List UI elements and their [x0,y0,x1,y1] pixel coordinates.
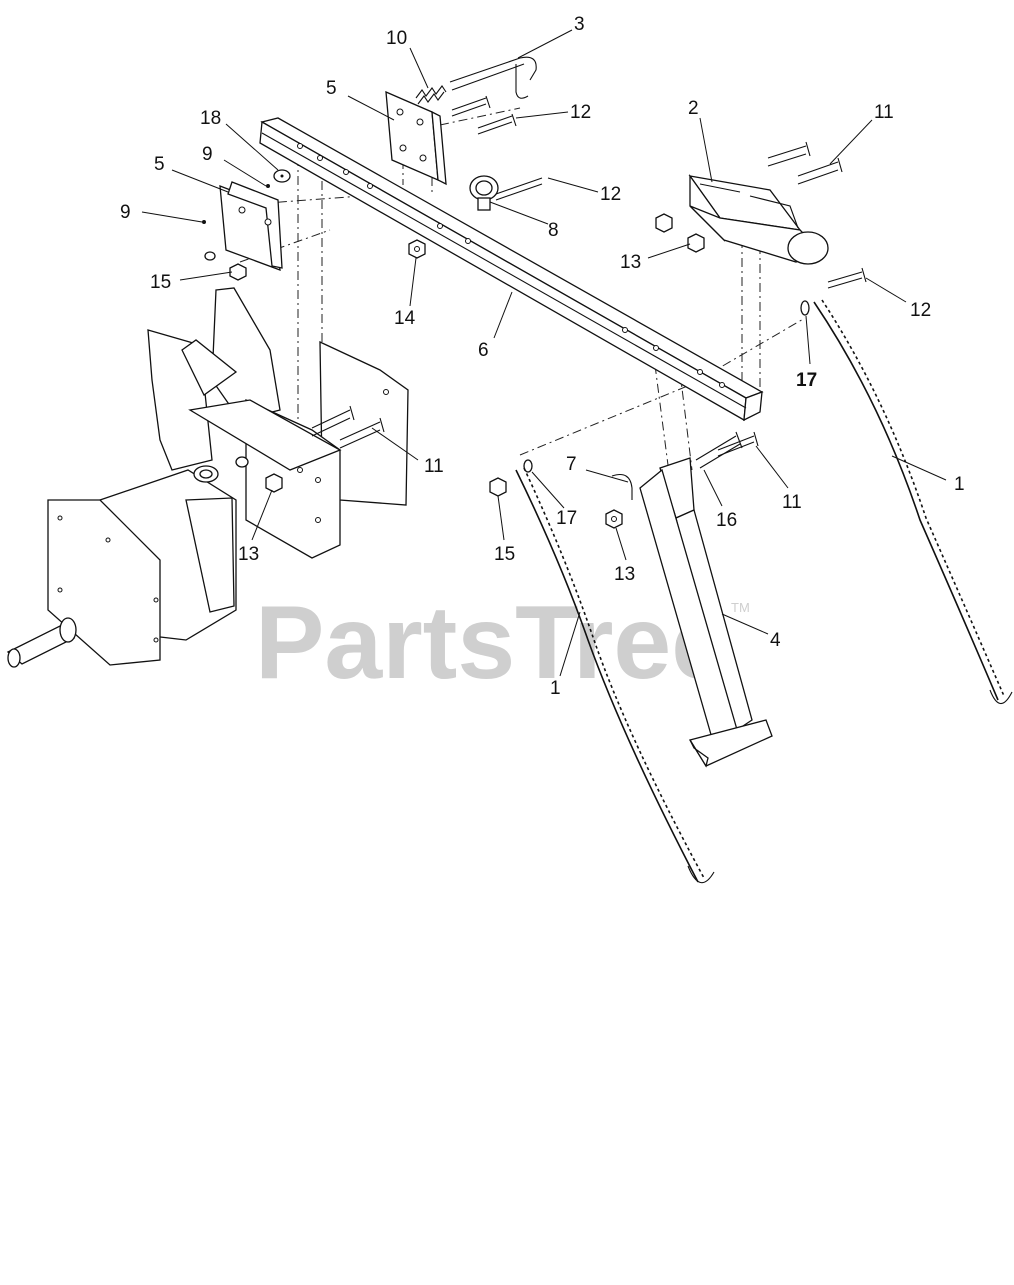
callout-12: 12 [910,300,931,321]
bracket-left [219,181,283,271]
callout-14: 14 [394,308,416,329]
ball-coupler [688,173,829,265]
washer-18 [273,169,291,183]
callout-10: 10 [386,28,407,49]
callout-11: 11 [424,456,444,477]
callout-1: 1 [550,678,561,699]
callout-3: 3 [574,14,585,35]
callout-15: 15 [494,544,515,565]
callout-11: 11 [874,102,894,123]
watermark-text: PartsTree [255,585,729,701]
callout-7: 7 [566,454,577,475]
leader-lines [141,29,947,677]
bracket-upper [385,90,447,186]
bolts-coupler [767,141,843,185]
callout-5: 5 [326,78,337,99]
clip-7 [611,473,633,500]
hitch-bar [259,117,764,422]
callout-13: 13 [614,564,635,585]
callout-4: 4 [770,630,781,651]
bolts-frame [311,405,385,449]
safety-chain-left [515,467,715,884]
callout-17: 17 [796,370,817,391]
callout-2: 2 [688,98,699,119]
callout-6: 6 [478,340,489,361]
tractor-frame [6,287,409,668]
jack-stand [639,457,773,768]
nut-15-chain [489,477,507,497]
bolt-11-stand [717,431,759,457]
callout-8: 8 [548,220,559,241]
nuts-13-coupler [655,213,705,253]
watermark-trademark: TM [731,600,750,615]
washers-17 [523,300,810,473]
callout-9: 9 [202,144,213,165]
callout-15: 15 [150,272,171,293]
bolts-upper [451,95,517,135]
callout-5: 5 [154,154,165,175]
callout-12: 12 [600,184,621,205]
spring [415,85,447,105]
bolt-12-right [827,267,867,289]
hitch-pin [449,56,537,99]
callout-11: 11 [782,492,802,513]
callout-13: 13 [620,252,641,273]
callout-labels: 3 10 5 12 2 11 18 9 5 9 15 12 8 13 12 14… [120,14,965,699]
nut-14 [408,239,426,259]
nut-15-left [204,251,247,281]
callout-13: 13 [238,544,259,565]
nut-13-stand [605,509,623,529]
clamp [469,175,543,211]
pin-16 [695,431,743,469]
fasteners-9 [202,184,270,224]
callout-9: 9 [120,202,131,223]
callout-12: 12 [570,102,591,123]
callout-18: 18 [200,108,221,129]
safety-chain-right [813,299,1013,705]
watermark: PartsTree TM [255,585,750,701]
callout-16: 16 [716,510,737,531]
callout-1: 1 [954,474,965,495]
callout-17: 17 [556,508,577,529]
